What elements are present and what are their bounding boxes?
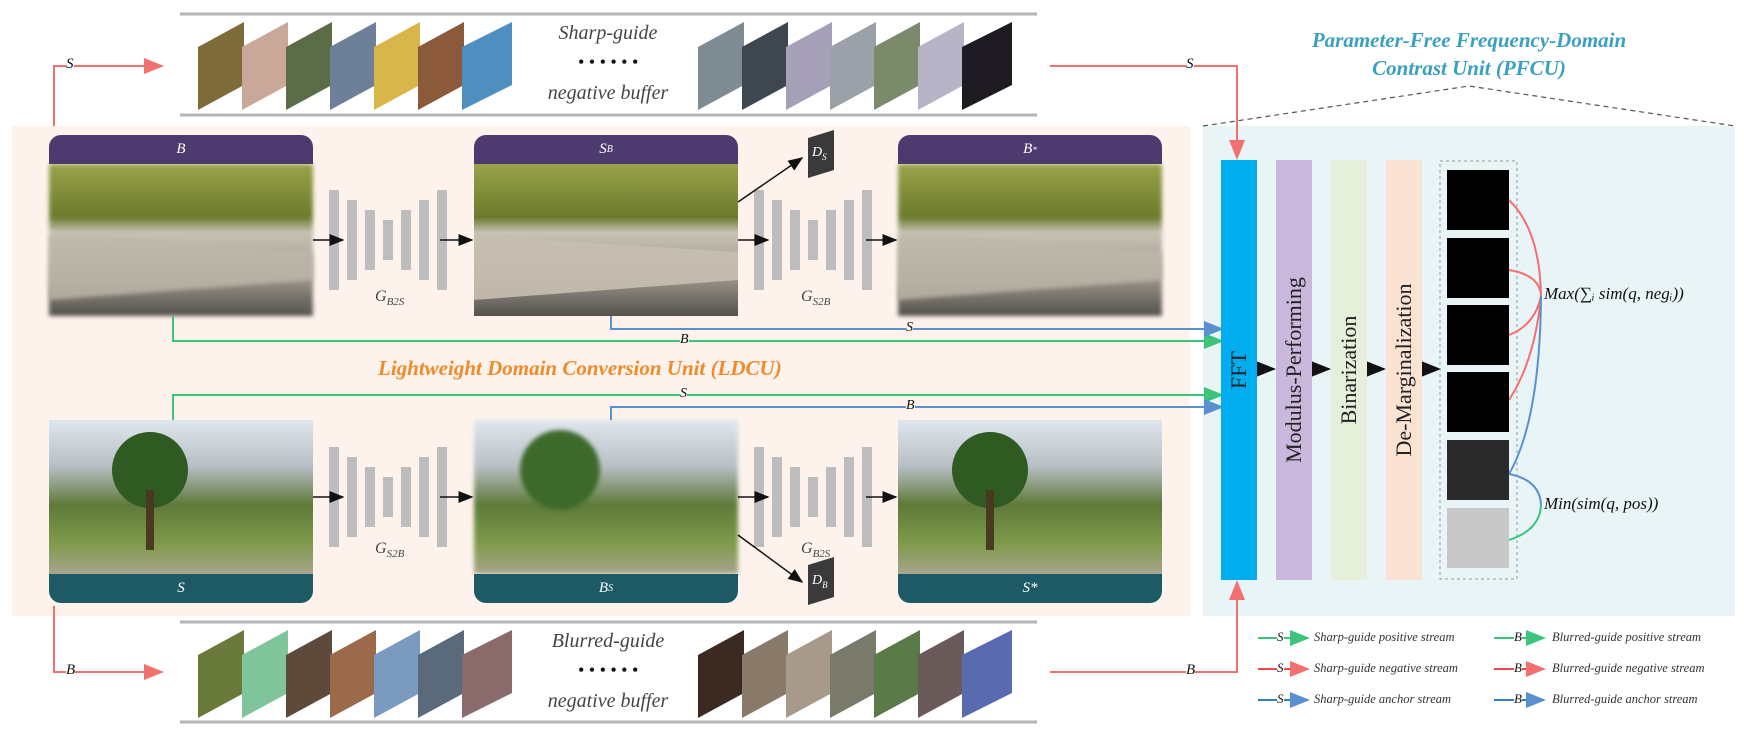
footer-sstar: S* [898, 574, 1162, 603]
sharp-buffer-thumbnails-left [198, 22, 512, 110]
generator-bar [826, 210, 836, 270]
generator-bar [790, 210, 800, 270]
generator-bar [419, 457, 429, 537]
legend-letter-b1: B [1514, 629, 1522, 645]
sharp-buffer-line1: Sharp-guide [558, 22, 658, 44]
gen-s2b-label: GS2B [801, 288, 831, 309]
ldcu-title: Lightweight Domain Conversion Unit (LDCU… [378, 356, 782, 380]
mask-5 [1447, 440, 1509, 500]
stage-binarization: Binarization [1331, 160, 1367, 580]
generator-bar [401, 467, 411, 527]
mask-2 [1447, 238, 1509, 298]
generator-bar [826, 467, 836, 527]
generator-bar [808, 220, 818, 260]
legend-blurred-positive: Blurred-guide positive stream [1552, 630, 1702, 644]
stage-demarginalization: De-Marginalization [1386, 160, 1422, 580]
stage-modulus: Modulus-Performing [1276, 160, 1312, 580]
legend-sharp-positive: Sharp-guide positive stream [1314, 630, 1455, 644]
mask-4 [1447, 372, 1509, 432]
generator-bar [365, 467, 375, 527]
min-formula: Min(sim(q, pos)) [1544, 494, 1659, 513]
max-formula: Max(∑ᵢ sim(q, negᵢ)) [1544, 284, 1684, 303]
disc-s-label: DS [812, 145, 827, 162]
generator-bar [419, 200, 429, 280]
stream-label-top-s: S [906, 320, 913, 336]
legend-sharp-negative: Sharp-guide negative stream [1314, 661, 1458, 675]
mask-6 [1447, 508, 1509, 568]
header-bstar: B* [898, 135, 1162, 164]
generator-bar [808, 477, 818, 517]
mask-3 [1447, 305, 1509, 365]
gen-s2b-bottom-label: GS2B [375, 540, 405, 561]
mask-1 [1447, 170, 1509, 230]
stream-label-left-s: S [66, 56, 74, 73]
generator-bar [844, 200, 854, 280]
generator-bar [347, 200, 357, 280]
sharp-buffer-line2: negative buffer [547, 82, 669, 104]
legend-blurred-anchor: Blurred-guide anchor stream [1552, 692, 1698, 706]
generator-bar [772, 457, 782, 537]
legend-letter-s2: S [1277, 660, 1284, 676]
generator-bar [772, 200, 782, 280]
legend-letter-s3: S [1277, 691, 1284, 707]
stream-label-right-b: B [1186, 662, 1196, 679]
legend-sharp-anchor: Sharp-guide anchor stream [1314, 692, 1452, 706]
generator-bar [790, 467, 800, 527]
blurred-buffer-thumbnails-right [698, 630, 1012, 718]
legend-letter-s1: S [1277, 629, 1284, 645]
stream-label-bottom-b: B [906, 398, 915, 414]
pfcu-title-line2: Contrast Unit (PFCU) [1372, 56, 1566, 80]
generator-bar [383, 477, 393, 517]
stream-label-top-b: B [680, 332, 689, 348]
stage-fft: FFT [1221, 160, 1257, 580]
blurred-buffer-line2: negative buffer [547, 690, 669, 712]
blurred-buffer-line1: Blurred-guide [551, 630, 665, 652]
legend-letter-b2: B [1514, 660, 1522, 676]
stream-label-bottom-s: S [680, 386, 687, 402]
footer-s: S [49, 574, 313, 603]
header-b: B [49, 135, 313, 164]
generator-bar [365, 210, 375, 270]
generator-bar [844, 457, 854, 537]
stream-label-left-b: B [66, 662, 76, 679]
generator-bar [347, 457, 357, 537]
generator-bar [401, 210, 411, 270]
sharp-buffer-dots: • • • • • • [577, 52, 639, 72]
generator-bar [383, 220, 393, 260]
pfcu-title-line1: Parameter-Free Frequency-Domain [1311, 28, 1627, 52]
stream-label-right-s: S [1186, 56, 1194, 73]
blurred-buffer-thumbnails-left [198, 630, 512, 718]
gen-b2s-bottom-label: GB2S [801, 540, 831, 561]
legend-letter-b3: B [1514, 691, 1522, 707]
disc-b-label: DB [812, 573, 828, 590]
sharp-buffer-thumbnails-right [698, 22, 1012, 110]
gen-b2s-label: GB2S [375, 288, 405, 309]
legend-blurred-negative: Blurred-guide negative stream [1552, 661, 1705, 675]
blurred-buffer-dots: • • • • • • [577, 660, 639, 680]
